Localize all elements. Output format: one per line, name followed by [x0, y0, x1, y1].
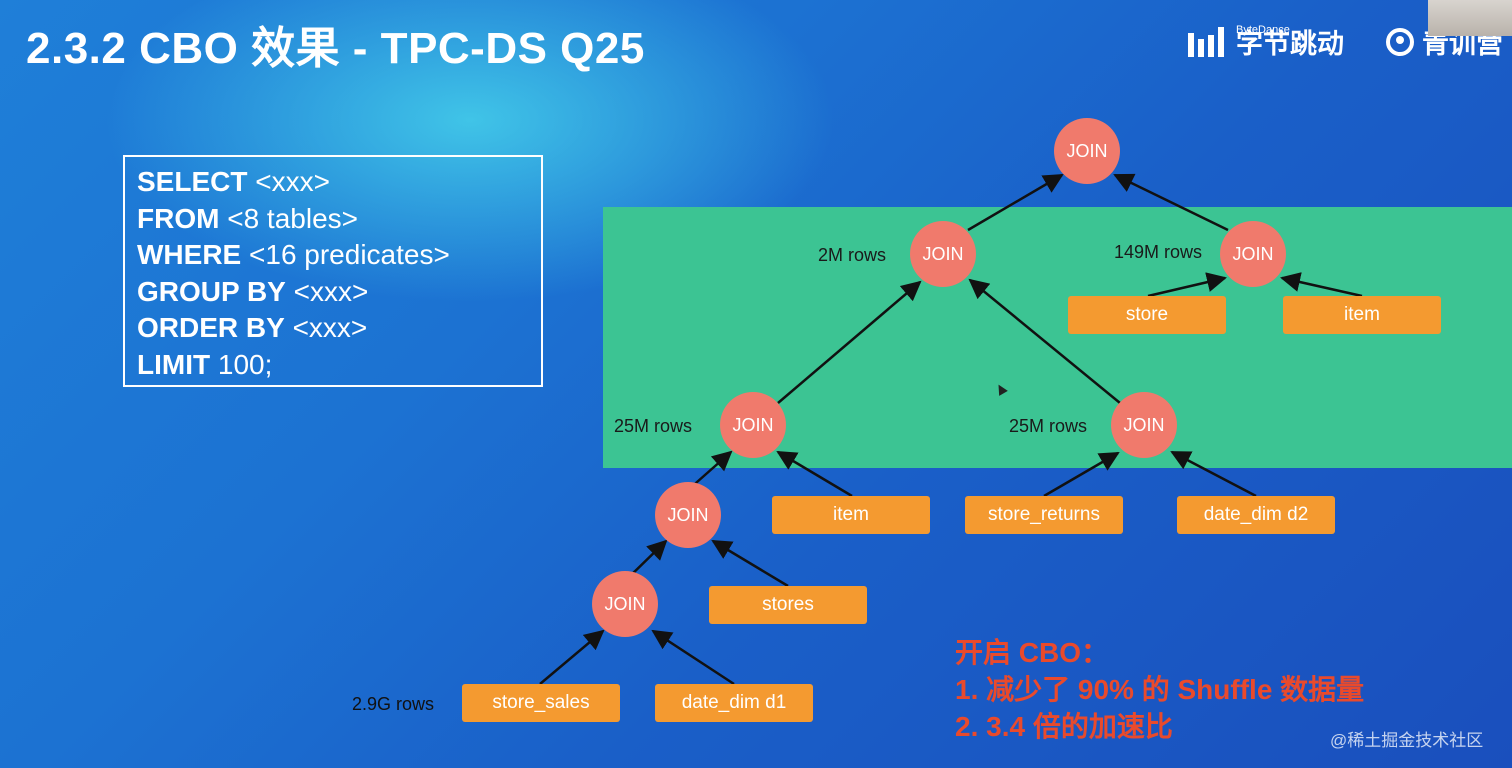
cbo-notes: 开启 CBO： 1. 减少了 90% 的 Shuffle 数据量 2. 3.4 …	[955, 634, 1364, 745]
edge	[651, 629, 735, 686]
table-node-item-mid: item	[772, 496, 930, 534]
join-node-bottom: JOIN	[592, 571, 658, 637]
row-count-label: 25M rows	[1009, 416, 1088, 436]
edge	[711, 539, 789, 588]
edge	[1170, 450, 1257, 498]
table-node-item-top: item	[1283, 296, 1441, 334]
sql-line: WHERE <16 predicates>	[137, 239, 450, 271]
edge	[776, 450, 853, 498]
cbo-note-item: 2. 3.4 倍的加速比	[955, 711, 1173, 742]
edge	[967, 173, 1064, 232]
edge	[777, 280, 922, 404]
join-node-mid-left: JOIN	[720, 392, 786, 458]
sql-line: SELECT <xxx>	[137, 166, 330, 197]
table-node-date-dim-d1: date_dim d1	[655, 684, 813, 722]
slide-title: 2.3.2 CBO 效果 - TPC-DS Q25	[26, 24, 645, 73]
table-node-store-sales: store_sales	[462, 684, 620, 722]
join-node-right: JOIN	[1220, 221, 1286, 287]
row-count-label: 149M rows	[1114, 242, 1203, 262]
edge	[1147, 272, 1227, 298]
bytedance-name: 字节跳动	[1236, 29, 1344, 59]
sql-line: GROUP BY <xxx>	[137, 275, 369, 307]
sql-query-box: SELECT <xxx> FROM <8 tables> WHERE <16 p…	[123, 155, 543, 387]
watermark: @稀土掘金技术社区	[1330, 731, 1484, 750]
bytedance-logo-icon	[1188, 26, 1224, 57]
webcam-thumbnail	[1428, 0, 1512, 36]
edge	[1043, 451, 1120, 498]
bytedance-sub-label: ByteDance	[1236, 24, 1290, 36]
table-node-date-dim-d2: date_dim d2	[1177, 496, 1335, 534]
edge	[539, 629, 605, 685]
edge	[1280, 272, 1363, 298]
row-count-label: 2M rows	[818, 245, 887, 265]
join-node-low: JOIN	[655, 482, 721, 548]
sql-line: ORDER BY <xxx>	[137, 312, 368, 344]
sql-line: FROM <8 tables>	[137, 202, 358, 234]
join-node-mid-right: JOIN	[1111, 392, 1177, 458]
cbo-notes-heading: 开启 CBO：	[955, 637, 1110, 668]
cbo-note-item: 1. 减少了 90% 的 Shuffle 数据量	[955, 674, 1365, 705]
edge	[1113, 173, 1229, 232]
join-node-root: JOIN	[1054, 118, 1120, 184]
row-count-label: 2.9G rows	[352, 694, 435, 714]
edge	[968, 278, 1121, 404]
table-node-store: store	[1068, 296, 1226, 334]
camp-logo-icon	[1386, 27, 1414, 56]
table-node-store-returns: store_returns	[965, 496, 1123, 534]
row-count-label: 25M rows	[614, 416, 693, 436]
join-node-left: JOIN	[910, 221, 976, 287]
table-node-stores: stores	[709, 586, 867, 624]
bytedance-logo: 字节跳动	[1186, 22, 1344, 61]
sql-line: LIMIT 100;	[137, 348, 273, 380]
